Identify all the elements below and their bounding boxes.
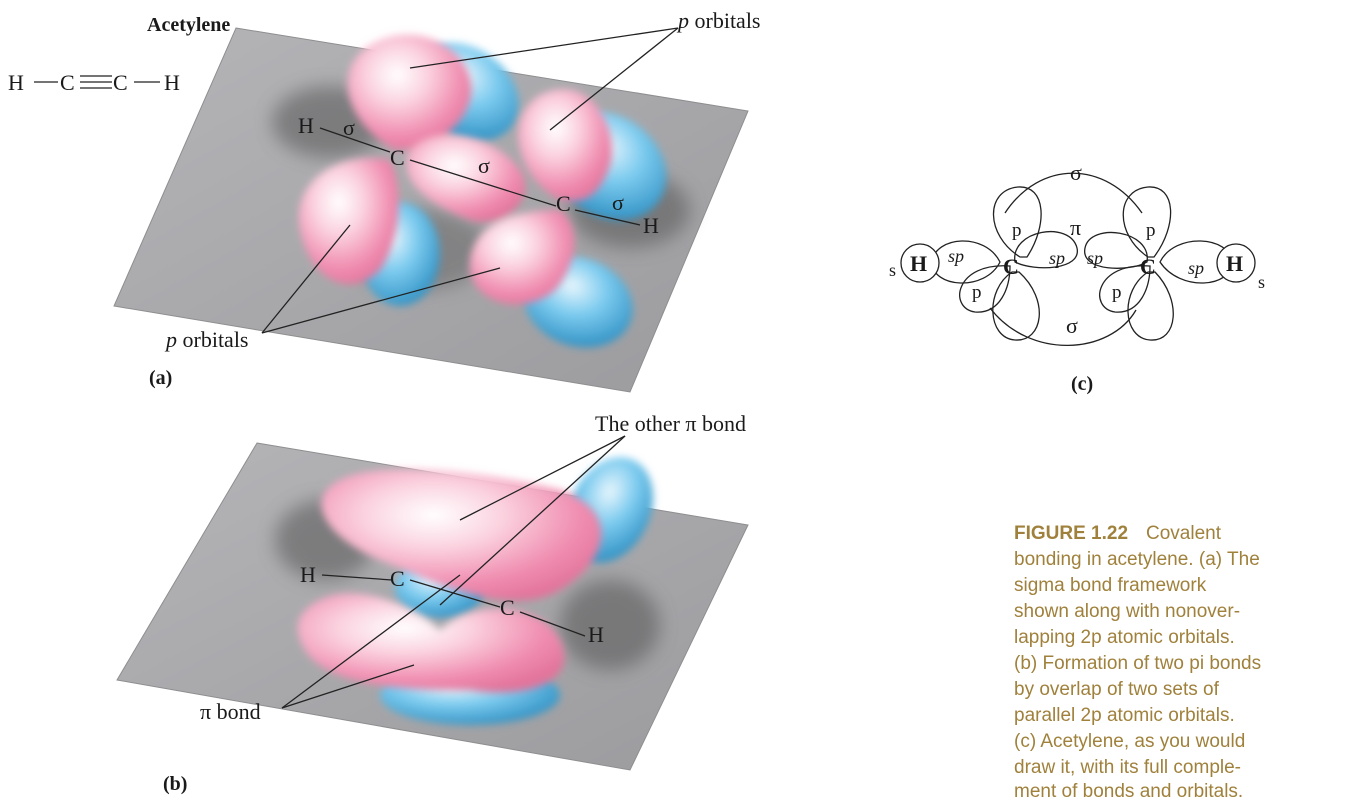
bond-cc-a bbox=[409, 159, 557, 207]
sigma-arc-top bbox=[1004, 172, 1143, 214]
caption-line-10: ment of bonds and orbitals. bbox=[1014, 781, 1243, 797]
formula-h-left: H bbox=[8, 70, 24, 95]
callout-pi-2 bbox=[281, 664, 415, 709]
caption-line-8: (c) Acetylene, as you would bbox=[1014, 731, 1245, 752]
panel-c: σ σ π p p p p H H C C sp sp sp sp s s (c… bbox=[889, 160, 1265, 395]
callout-line-top-1 bbox=[409, 27, 679, 69]
caption-line-0: Covalent bbox=[1146, 523, 1222, 544]
panel-a-label: (a) bbox=[149, 367, 172, 389]
caption-figure-number: FIGURE 1.22 bbox=[1014, 523, 1128, 544]
p-upper-left-c: p bbox=[1012, 220, 1022, 241]
sp-4-c: sp bbox=[1188, 258, 1204, 278]
h-left-c: H bbox=[910, 251, 927, 276]
pi-bond-label: π bond bbox=[200, 699, 261, 724]
sigma-bottom-c: σ bbox=[1066, 313, 1078, 338]
callout-line-bottom-2 bbox=[261, 267, 501, 334]
caption-line-2: sigma bond framework bbox=[1014, 575, 1207, 596]
sigma-hc-left-a: σ bbox=[343, 115, 355, 140]
acetylene-formula: H C C H bbox=[8, 70, 180, 95]
p-lobe-upper-left bbox=[992, 186, 1042, 258]
c-right-c: C bbox=[1140, 254, 1156, 279]
atom-h-left-b: H bbox=[300, 562, 316, 587]
panel-a: Acetylene H C C H bbox=[8, 8, 761, 393]
panel-b: H C C H The other π bond π bond (b) bbox=[116, 411, 749, 795]
caption-line-9: draw it, with its full comple- bbox=[1014, 757, 1241, 778]
caption-line-3: shown along with nonover- bbox=[1014, 601, 1240, 622]
atom-h-right-b: H bbox=[588, 622, 604, 647]
bond-ch-right-a bbox=[574, 209, 641, 226]
caption-line-6: by overlap of two sets of bbox=[1014, 679, 1220, 700]
callout-pi-1 bbox=[281, 574, 461, 709]
pi-c: π bbox=[1070, 215, 1081, 240]
sp-2-c: sp bbox=[1049, 248, 1065, 268]
p-lobe-lower-left bbox=[992, 271, 1040, 341]
p-lobe-upper-right bbox=[1122, 186, 1172, 258]
h-right-c: H bbox=[1226, 251, 1243, 276]
atom-c-left-b: C bbox=[390, 566, 405, 591]
p-orbitals-bottom-label: p orbitals bbox=[164, 327, 249, 352]
callout-line-top-2 bbox=[549, 27, 679, 131]
sigma-ch-right-a: σ bbox=[612, 190, 624, 215]
atom-c-right-b: C bbox=[500, 595, 515, 620]
p-lobe-right-low bbox=[1099, 265, 1151, 313]
caption-line-4: lapping 2p atomic orbitals. bbox=[1014, 627, 1235, 648]
p-upper-right-c: p bbox=[1146, 220, 1156, 241]
h-atom-right-circle bbox=[1216, 243, 1256, 283]
p-lower-left-c: p bbox=[972, 282, 982, 303]
pink-lobes-b bbox=[297, 469, 602, 693]
bond-hc-left-b bbox=[321, 574, 393, 581]
pi-bond-callout: π bond bbox=[200, 574, 461, 724]
sigma-top-c: σ bbox=[1070, 160, 1082, 185]
caption-line-7: parallel 2p atomic orbitals. bbox=[1014, 705, 1235, 726]
sp-1-c: sp bbox=[948, 246, 964, 266]
formula-c-left: C bbox=[60, 70, 75, 95]
bond-ch-right-b bbox=[519, 611, 586, 637]
p-lower-right-c: p bbox=[1112, 282, 1122, 303]
p-lobe-left-low bbox=[959, 265, 1011, 313]
c-left-c: C bbox=[1003, 254, 1019, 279]
bond-cc-b bbox=[409, 579, 501, 608]
p-orbitals-top-label: p orbitals bbox=[676, 8, 761, 33]
panel-b-label: (b) bbox=[163, 773, 187, 795]
panel-c-label: (c) bbox=[1071, 373, 1093, 395]
atom-h-right-a: H bbox=[643, 213, 659, 238]
other-pi-bond-callout: The other π bond bbox=[439, 411, 746, 606]
callout-line-bottom-1 bbox=[261, 224, 351, 334]
figure-caption: FIGURE 1.22 Covalent bonding in acetylen… bbox=[1014, 523, 1261, 797]
p-lobe-left-mid bbox=[1014, 230, 1078, 269]
other-pi-bond-label: The other π bond bbox=[595, 411, 746, 436]
callout-other-pi-1 bbox=[459, 435, 626, 521]
h-atom-left-circle bbox=[900, 243, 940, 283]
sigma-arc-bottom bbox=[989, 307, 1137, 346]
caption-line-5: (b) Formation of two pi bonds bbox=[1014, 653, 1261, 674]
p-orbitals-top-callout: p orbitals bbox=[409, 8, 761, 131]
atom-c-left-a: C bbox=[390, 145, 405, 170]
formula-h-right: H bbox=[164, 70, 180, 95]
p-orbitals-bottom-callout: p orbitals bbox=[164, 224, 501, 352]
p-lobe-right-mid bbox=[1084, 231, 1148, 269]
s-right-c: s bbox=[1258, 272, 1265, 292]
p-lobe-lower-right bbox=[1127, 271, 1174, 341]
sigma-cc-a: σ bbox=[478, 153, 490, 178]
atom-c-right-a: C bbox=[556, 191, 571, 216]
bond-hc-left-a bbox=[319, 127, 391, 153]
sp-lobe-far-left bbox=[931, 240, 1001, 284]
s-left-c: s bbox=[889, 260, 896, 280]
sp-3-c: sp bbox=[1087, 248, 1103, 268]
callout-other-pi-2 bbox=[439, 435, 626, 606]
formula-c-right: C bbox=[113, 70, 128, 95]
acetylene-title: Acetylene bbox=[147, 14, 230, 36]
atom-h-left-a: H bbox=[298, 113, 314, 138]
caption-line-1: bonding in acetylene. (a) The bbox=[1014, 549, 1260, 570]
